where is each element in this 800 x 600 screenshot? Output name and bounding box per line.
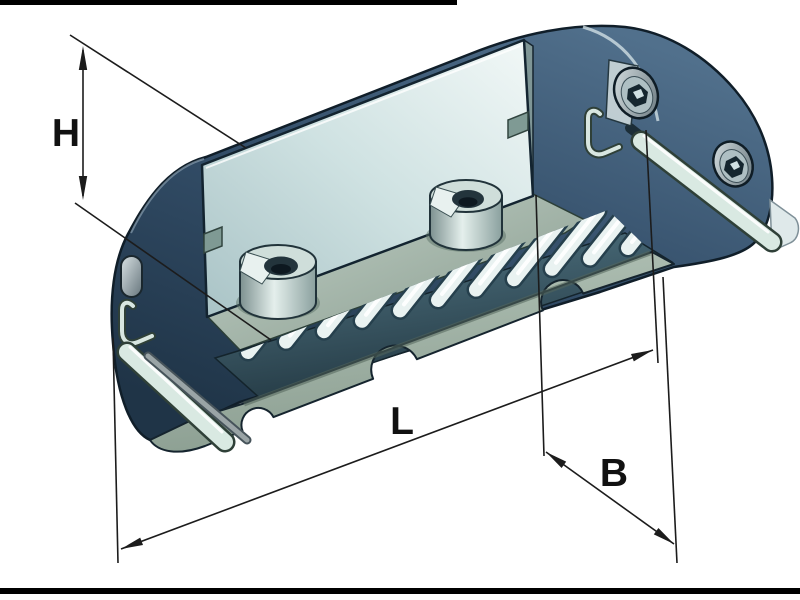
h-extension-top <box>69 34 247 149</box>
end-seal-left <box>116 298 252 453</box>
grease-nipple <box>120 255 143 298</box>
plate-tab-left <box>203 225 223 255</box>
b-extension-right <box>662 276 678 564</box>
l-extension-right <box>645 129 659 364</box>
b-dimension-line <box>545 451 675 545</box>
dimension-l <box>112 129 659 564</box>
l-arrowhead-right <box>631 350 653 362</box>
socket-screw-2 <box>712 140 754 188</box>
width-dimension-label: B <box>600 452 628 495</box>
mounting-boss-2 <box>426 179 506 252</box>
dimension-annotations <box>69 34 678 564</box>
h-arrowhead-down <box>78 176 88 200</box>
top-frame-bar <box>0 0 457 5</box>
h-extension-bottom <box>74 202 272 341</box>
b-arrowhead-lower <box>653 528 674 544</box>
cage-shadow-line <box>243 250 651 407</box>
socket-screw-1 <box>605 59 660 127</box>
l-dimension-line <box>120 349 654 550</box>
length-dimension-label: L <box>390 400 414 443</box>
carriage-illustration <box>110 24 800 453</box>
l-arrowhead-left <box>121 537 143 549</box>
bottom-frame-bar <box>0 588 800 594</box>
plate-tab-right <box>507 110 529 140</box>
b-extension-left <box>535 194 545 457</box>
body-edge-highlight <box>130 158 205 234</box>
dimension-h <box>69 34 272 341</box>
height-dimension-label: H <box>52 112 80 155</box>
b-arrowhead-upper <box>546 452 567 468</box>
end-seal-right <box>584 106 800 253</box>
l-extension-left <box>112 337 119 564</box>
h-arrowhead-up <box>78 46 88 70</box>
mounting-boss-1 <box>236 244 320 320</box>
dimension-b <box>535 194 678 564</box>
